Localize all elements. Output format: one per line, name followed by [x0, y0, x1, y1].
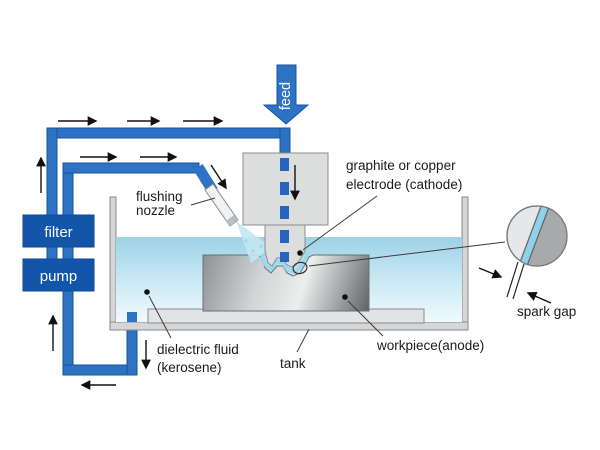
feed-label: feed — [278, 82, 294, 110]
spray-droplets — [244, 239, 266, 264]
label-electrode-2: electrode (cathode) — [346, 177, 462, 192]
nozzle-tip — [226, 215, 238, 226]
dot-electrode — [297, 250, 303, 256]
feed-arrow — [262, 64, 310, 125]
pipe-nozzle-run — [62, 162, 200, 174]
tank-outlet-port — [127, 312, 137, 322]
gap-dim-arrow-left — [478, 267, 503, 279]
pipe-return-bottom-run — [62, 364, 138, 376]
gap-dimension-line-1 — [506, 261, 519, 298]
nozzle-flow-arrow — [210, 164, 227, 190]
leader-electrode — [302, 195, 378, 251]
detail-circle-rim — [506, 205, 568, 267]
leader-tank — [296, 328, 310, 353]
leader-dielectric — [148, 295, 172, 339]
label-spark-gap: spark gap — [517, 304, 576, 319]
leader-flushing-nozzle — [190, 197, 216, 206]
pipe-into-holder — [279, 127, 291, 155]
pipe-supply-top-run — [46, 127, 291, 139]
label-dielectric-2: (kerosene) — [157, 360, 222, 375]
flow-arrows — [36, 116, 224, 390]
label-tank: tank — [280, 356, 306, 371]
gap-dimension-line-2 — [512, 263, 525, 300]
spark-gap-marker — [292, 261, 308, 275]
filter-box — [22, 214, 95, 248]
detail-gap-fluid — [518, 206, 550, 266]
dot-workpiece — [342, 294, 348, 300]
label-dielectric-1: dielectric fluid — [157, 342, 239, 357]
label-electrode-1: graphite or copper — [346, 158, 456, 173]
label-flushing-nozzle-1: flushing — [136, 189, 183, 204]
label-workpiece: workpiece(anode) — [376, 338, 484, 353]
gap-dim-arrow-right — [526, 291, 552, 304]
electrode — [264, 224, 306, 268]
filter-label: filter — [44, 224, 72, 241]
nozzle-spray — [236, 221, 271, 263]
internal-flushing-channel — [280, 158, 289, 262]
tank — [109, 196, 469, 331]
pump-box — [22, 258, 95, 292]
spark-gap-detail — [478, 205, 568, 304]
leader-workpiece — [347, 300, 384, 337]
spark-gap-leader-line — [308, 241, 506, 267]
dot-dielectric — [144, 289, 150, 295]
spark-gap-fluid-film — [259, 251, 310, 274]
annotations: flushing nozzle graphite or copper elect… — [136, 158, 576, 375]
pump-label: pump — [40, 268, 78, 285]
tank-left-wall — [109, 196, 117, 331]
label-flushing-nozzle-2: nozzle — [136, 203, 175, 218]
tank-right-wall — [461, 196, 469, 331]
